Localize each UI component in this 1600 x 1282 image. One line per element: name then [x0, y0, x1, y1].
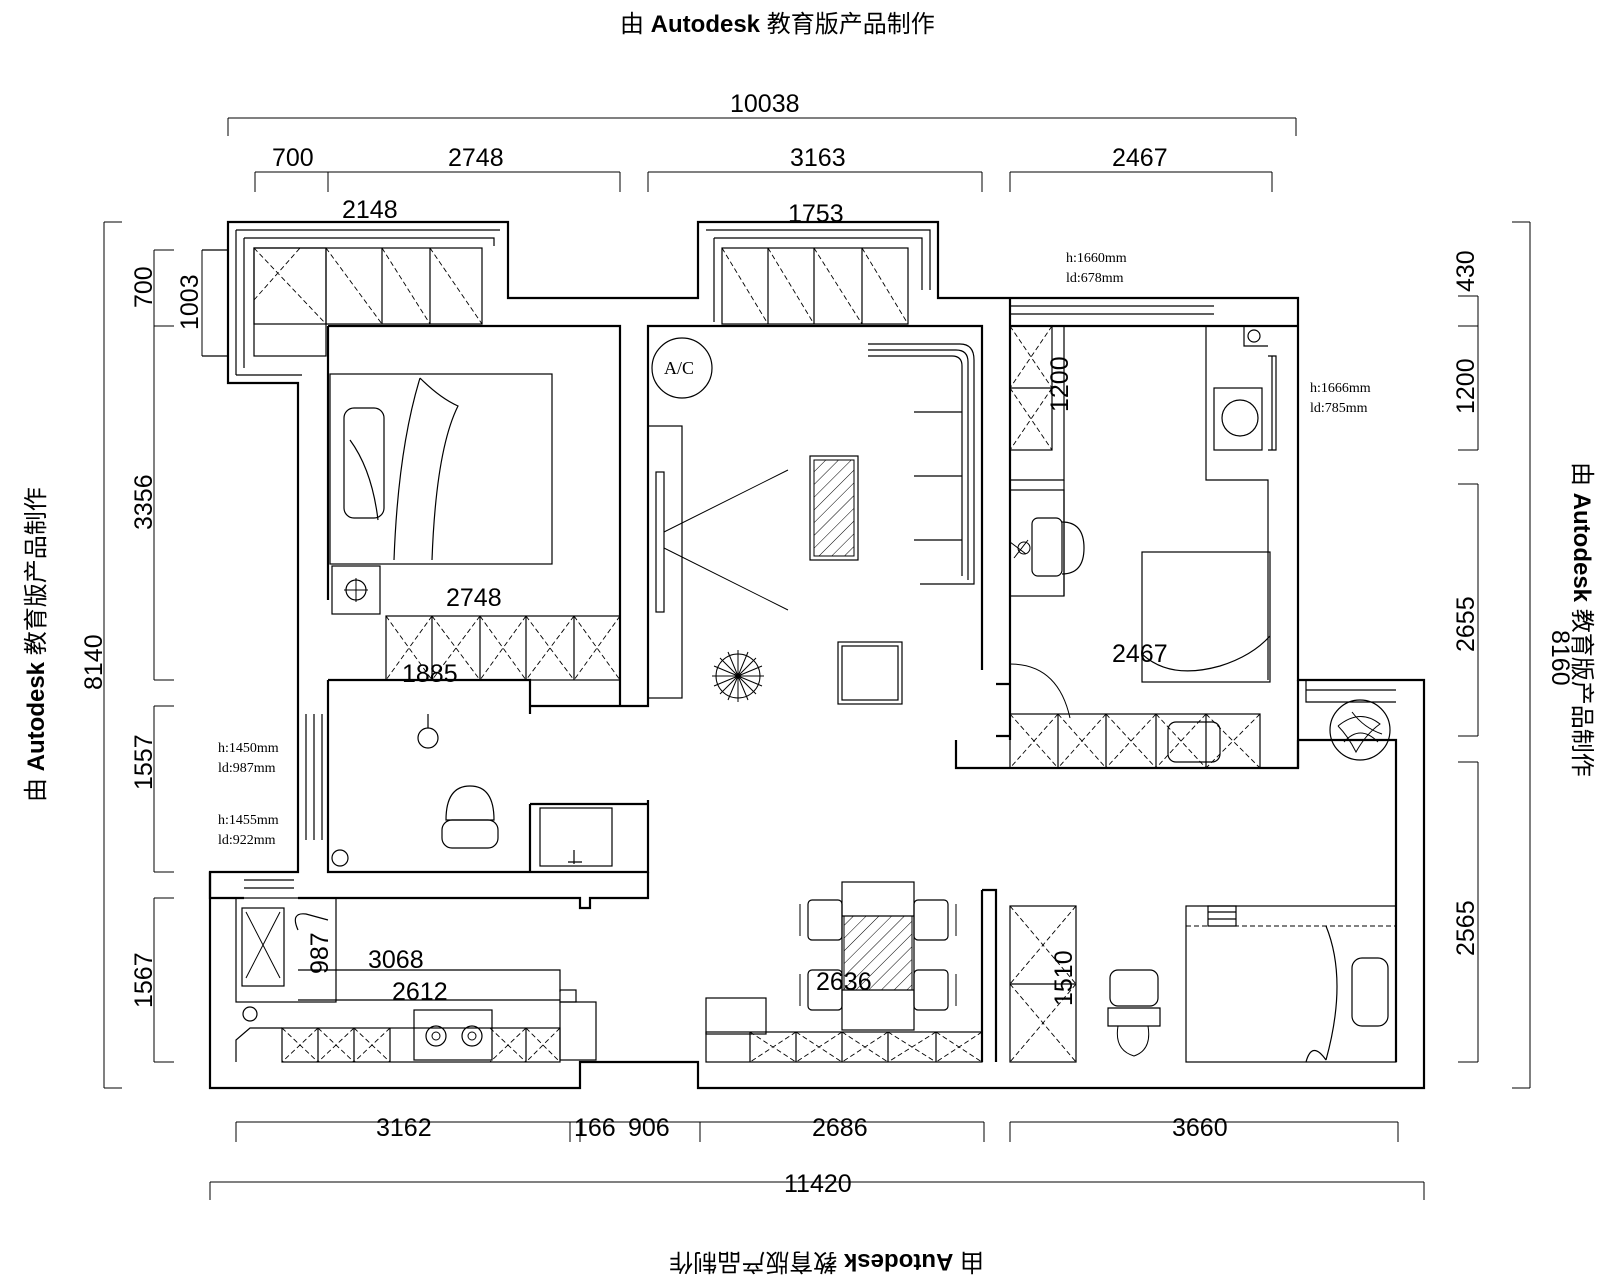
kitchen [235, 897, 597, 1063]
dining-chair [913, 899, 949, 941]
note-window3-h: h:1450mm [218, 741, 279, 756]
windows [244, 297, 1396, 927]
dim-bottom-906: 906 [628, 1114, 670, 1142]
dim-left-3356: 3356 [130, 474, 158, 530]
shower-basin [539, 807, 613, 867]
dim-right-430: 430 [1452, 250, 1480, 292]
window-notes: h:1660mm ld:678mm h:1666mm ld:785mm h:14… [218, 251, 1371, 848]
ottoman [837, 641, 903, 705]
dining-area [705, 881, 983, 1063]
potted-plant-icon [1329, 699, 1391, 761]
dim-left-1567: 1567 [130, 952, 158, 1008]
queen-bed [1185, 905, 1397, 1063]
dining-cabinet [705, 1031, 983, 1063]
dim-bottom-3660: 3660 [1172, 1114, 1228, 1142]
dining-table [841, 881, 915, 1031]
dim-inner-2467: 2467 [1112, 640, 1168, 668]
dim-bottom-total: 11420 [784, 1170, 852, 1198]
plant-icon [712, 650, 764, 702]
l-sofa [868, 343, 975, 585]
dim-right-2565: 2565 [1452, 900, 1480, 956]
dim-top-3163: 3163 [790, 144, 846, 172]
balcony-cabinets [253, 247, 909, 357]
dim-right-2655: 2655 [1452, 596, 1480, 652]
dim-left-1557: 1557 [130, 734, 158, 790]
dim-inner-2612: 2612 [392, 978, 448, 1006]
washing-machine [1213, 387, 1263, 451]
dim-inner-987: 987 [306, 932, 334, 974]
dim-left-1003: 1003 [176, 274, 204, 330]
dim-left-total: 8140 [80, 634, 108, 690]
dim-top-2467: 2467 [1112, 144, 1168, 172]
watermark-top-prefix: 由 [620, 11, 651, 38]
ac-label: A/C [664, 358, 694, 378]
dining-chair [807, 969, 843, 1011]
dining-chair [913, 969, 949, 1011]
wardrobe [385, 615, 621, 681]
dim-right-total: 8160 [1546, 630, 1574, 686]
dining-chair [807, 899, 843, 941]
dim-top-2748: 2748 [448, 144, 504, 172]
dimension-texts: 10038 700 2748 3163 2467 2148 1753 3162 … [80, 90, 1574, 1198]
note-window2-h: h:1666mm [1310, 381, 1371, 396]
watermark-top-suffix: 教育版产品制作 [760, 11, 935, 38]
desk-chair-icon [1107, 969, 1161, 1057]
bedroom-wardrobe [1009, 713, 1261, 769]
fridge [559, 1001, 597, 1061]
dim-balcony-2148: 2148 [342, 196, 398, 224]
office-chair-icon [1009, 517, 1085, 577]
master-bedroom [329, 373, 621, 681]
dim-inner-1200: 1200 [1046, 356, 1074, 412]
note-window3-ld: ld:987mm [218, 761, 276, 776]
tv [655, 471, 665, 613]
watermark-top: 由 Autodesk 教育版产品制作 [620, 4, 935, 39]
note-window1-ld: ld:678mm [1066, 271, 1124, 286]
dim-right-1200: 1200 [1452, 358, 1480, 414]
note-window1-h: h:1660mm [1066, 251, 1127, 266]
study-desk [1009, 489, 1065, 597]
double-bed [329, 373, 553, 565]
dim-bottom-166: 166 [574, 1114, 616, 1142]
note-window2-ld: ld:785mm [1310, 401, 1368, 416]
dim-inner-2748: 2748 [446, 584, 502, 612]
ac-unit [651, 337, 713, 399]
dim-bottom-2686: 2686 [812, 1114, 868, 1142]
coffee-table [809, 455, 859, 561]
dim-balcony-1753: 1753 [788, 200, 844, 228]
dim-inner-1510: 1510 [1050, 950, 1078, 1006]
study-room [1009, 325, 1391, 769]
dim-left-700: 700 [130, 266, 158, 308]
toilet-icon [441, 785, 499, 849]
tv-cabinet [647, 425, 683, 699]
bathroom [331, 714, 613, 867]
dim-inner-1885: 1885 [402, 660, 458, 688]
kitchen-sink [241, 907, 285, 987]
nightstand [331, 565, 381, 615]
living-room: A/C [647, 337, 975, 705]
note-window4-ld: ld:922mm [218, 833, 276, 848]
note-window4-h: h:1455mm [218, 813, 279, 828]
dim-bottom-3162: 3162 [376, 1114, 432, 1142]
sideboard [705, 997, 767, 1035]
watermark-top-brand: Autodesk [650, 11, 761, 38]
stove [413, 1009, 493, 1061]
dim-top-700: 700 [272, 144, 314, 172]
kitchen-counter [281, 1027, 561, 1063]
dim-top-total: 10038 [730, 90, 800, 118]
single-bed [1141, 551, 1271, 683]
dim-inner-3068: 3068 [368, 946, 424, 974]
second-bedroom [1009, 905, 1397, 1063]
